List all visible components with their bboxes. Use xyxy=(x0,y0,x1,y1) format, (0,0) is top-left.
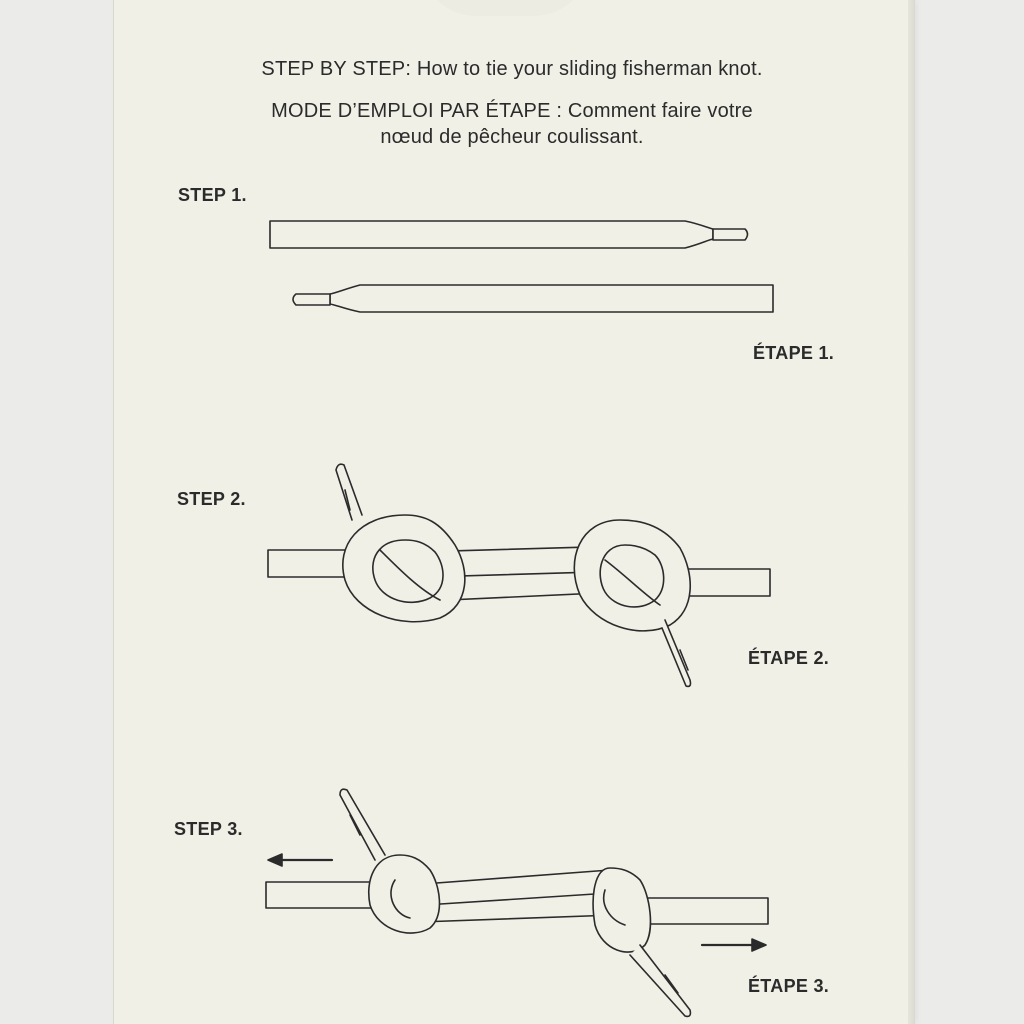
left-knot-outer xyxy=(368,854,441,934)
left-loop-inner xyxy=(372,539,444,604)
hang-hole xyxy=(420,0,590,16)
lace-bottom-body xyxy=(329,284,774,313)
heading-english: STEP BY STEP: How to tie your sliding fi… xyxy=(261,58,763,80)
heading-french-line1: MODE D’EMPLOI PAR ÉTAPE : Comment faire … xyxy=(271,100,753,122)
left-crossing xyxy=(379,549,441,601)
middle-band-inner-line-3 xyxy=(424,892,611,906)
step-2-knot-illustration xyxy=(267,463,771,688)
step-2-label-fr: ÉTAPE 2. xyxy=(748,648,830,668)
left-tail-aglet-line-3 xyxy=(349,814,361,836)
step-1-label-fr: ÉTAPE 1. xyxy=(753,343,835,363)
step-1-label: STEP 1. xyxy=(178,185,247,205)
card-edge xyxy=(908,0,914,1024)
right-knot-outer xyxy=(592,867,652,953)
right-loop-inner xyxy=(599,544,665,608)
step-3-label-fr: ÉTAPE 3. xyxy=(748,976,830,996)
lace-right-straight-3 xyxy=(639,897,769,925)
step-3-knot-illustration xyxy=(265,788,769,1018)
right-tail-aglet-line-3 xyxy=(664,974,679,994)
heading-french-line2: nœud de pêcheur coulissant. xyxy=(380,126,644,148)
step-2-label: STEP 2. xyxy=(177,489,246,509)
lace-top-aglet xyxy=(712,228,749,241)
lace-top-body xyxy=(269,220,714,249)
right-tail xyxy=(661,619,692,688)
right-tail-aglet-line xyxy=(679,649,689,671)
step-1-laces-illustration xyxy=(269,220,774,313)
lace-left-straight-3 xyxy=(265,881,377,909)
left-tail-aglet-line xyxy=(344,489,351,511)
instruction-card xyxy=(114,0,914,1024)
right-tail-3 xyxy=(629,944,692,1018)
step-3-label: STEP 3. xyxy=(174,819,243,839)
left-tail-3 xyxy=(339,788,386,861)
arrow-right-icon xyxy=(700,938,767,952)
left-knot-inner xyxy=(390,879,411,919)
arrow-left-icon xyxy=(267,853,334,867)
lace-right-straight xyxy=(679,568,771,597)
right-crossing xyxy=(604,559,661,606)
lace-middle-band-3 xyxy=(409,869,616,923)
right-knot-inner xyxy=(603,889,626,926)
lace-bottom-aglet xyxy=(292,293,331,306)
left-tail xyxy=(335,463,363,521)
